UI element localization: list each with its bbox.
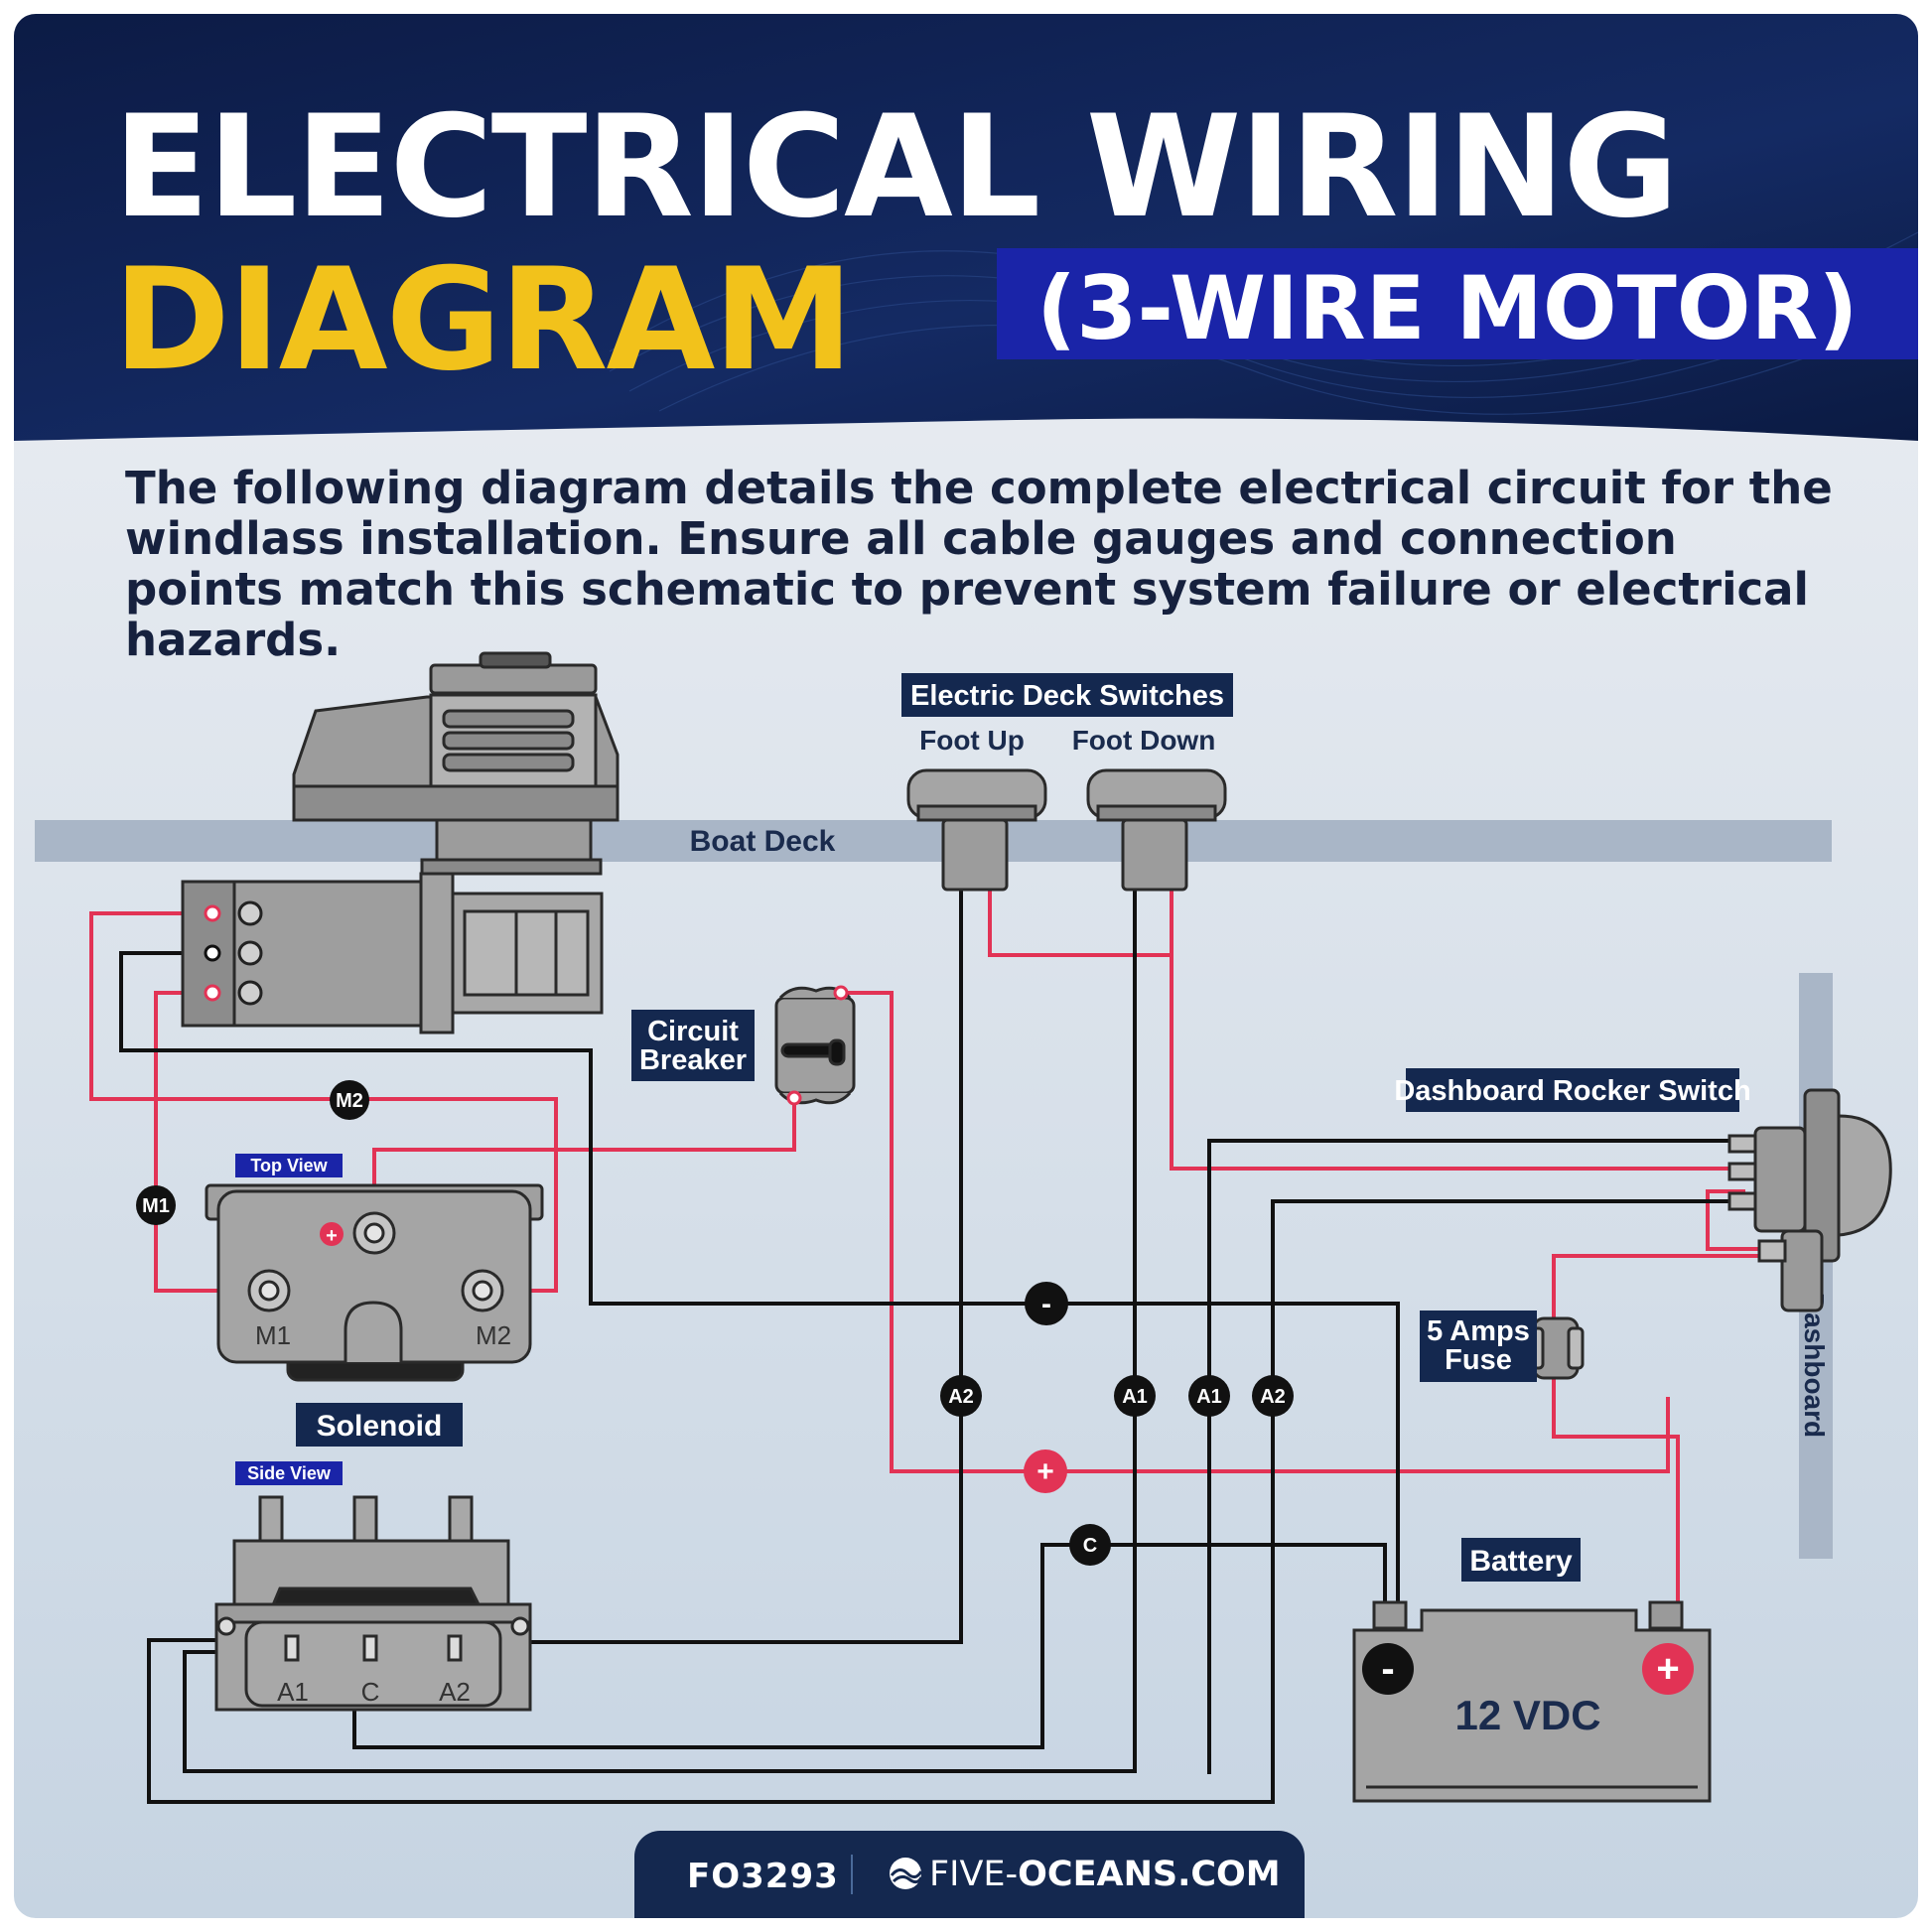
boat-deck-label: Boat Deck bbox=[690, 825, 836, 858]
windlass-winch bbox=[292, 651, 620, 876]
brand-suffix: OCEANS.COM bbox=[1018, 1855, 1281, 1894]
deck-switch-foot-down[interactable] bbox=[1086, 768, 1227, 892]
foot-down-label: Foot Down bbox=[1072, 725, 1216, 756]
footer-divider bbox=[851, 1855, 853, 1894]
brand-prefix: FIVE- bbox=[929, 1855, 1019, 1894]
battery-minus-text: - bbox=[1381, 1647, 1394, 1691]
circuit-breaker-label-2: Breaker bbox=[639, 1044, 747, 1076]
dashboard-rocker-switch[interactable] bbox=[1727, 1088, 1892, 1312]
wire-badge-a1-left: A1 bbox=[1114, 1375, 1156, 1417]
fuse bbox=[1527, 1316, 1585, 1380]
solenoid-m2-text: M2 bbox=[476, 1320, 511, 1350]
wire-badge-a2-left: A2 bbox=[940, 1375, 982, 1417]
battery-voltage: 12 VDC bbox=[1454, 1692, 1600, 1738]
rocker-switch-label-box bbox=[1406, 1068, 1739, 1112]
battery bbox=[1352, 1600, 1712, 1803]
subtitle-box bbox=[997, 248, 1918, 359]
circuit-breaker-label-box bbox=[631, 1010, 755, 1081]
deck-switches-label: Electric Deck Switches bbox=[910, 680, 1224, 712]
solenoid-label: Solenoid bbox=[317, 1410, 443, 1443]
footer-bar: FO3293 FIVE-OCEANS.COM bbox=[634, 1831, 1305, 1918]
solenoid-label-box bbox=[296, 1403, 463, 1447]
wire-badge-m1: M1 bbox=[136, 1185, 176, 1225]
solenoid-a2-text: A2 bbox=[439, 1677, 471, 1707]
circuit-breaker[interactable] bbox=[774, 985, 856, 1106]
rocker-switch-label: Dashboard Rocker Switch bbox=[1394, 1075, 1750, 1107]
solenoid-top-view bbox=[205, 1183, 544, 1382]
wire-badge-a2-right: A2 bbox=[1252, 1375, 1294, 1417]
top-view-tag bbox=[235, 1154, 343, 1177]
wire-badge-plus: + bbox=[1024, 1449, 1067, 1493]
intro-text: The following diagram details the comple… bbox=[125, 462, 1833, 666]
solenoid-m1-text: M1 bbox=[255, 1320, 291, 1350]
solenoid-plus-marker bbox=[320, 1222, 344, 1246]
svg-text:M1: M1 bbox=[142, 1195, 170, 1217]
svg-text:+: + bbox=[1036, 1455, 1054, 1488]
motor-terminals bbox=[204, 900, 263, 1006]
boat-deck-bar bbox=[35, 820, 1832, 862]
battery-plus-marker bbox=[1642, 1643, 1694, 1695]
battery-label: Battery bbox=[1469, 1545, 1573, 1578]
deck-switches-label-box bbox=[901, 673, 1233, 717]
windlass-motor bbox=[181, 872, 604, 1035]
svg-text:C: C bbox=[1083, 1535, 1097, 1557]
wire-badge-minus: - bbox=[1025, 1282, 1068, 1325]
solenoid-side-view bbox=[214, 1495, 532, 1712]
battery-plus-text: + bbox=[1656, 1647, 1679, 1691]
subtitle: (3-WIRE MOTOR) bbox=[1036, 257, 1859, 359]
title-line-2: DIAGRAM bbox=[113, 238, 854, 402]
fuse-label-box bbox=[1420, 1311, 1537, 1382]
svg-text:A2: A2 bbox=[948, 1386, 974, 1408]
solenoid-plus-text: + bbox=[326, 1225, 338, 1247]
solenoid-c-text: C bbox=[361, 1677, 380, 1707]
top-view-label: Top View bbox=[250, 1156, 328, 1175]
deck-switch-foot-up[interactable] bbox=[906, 768, 1047, 892]
diagram-card: ELECTRICAL WIRING DIAGRAM (3-WIRE MOTOR)… bbox=[14, 14, 1918, 1918]
wire-badge-a1-right: A1 bbox=[1188, 1375, 1230, 1417]
title-line-1: ELECTRICAL WIRING bbox=[113, 85, 1679, 249]
circuit-breaker-label-1: Circuit bbox=[647, 1016, 739, 1047]
fuse-label-2: Fuse bbox=[1445, 1344, 1512, 1376]
brand-link[interactable]: FIVE-OCEANS.COM bbox=[888, 1855, 1281, 1894]
product-code: FO3293 bbox=[687, 1857, 839, 1896]
solenoid-a1-text: A1 bbox=[277, 1677, 309, 1707]
svg-text:A2: A2 bbox=[1260, 1386, 1286, 1408]
svg-text:A1: A1 bbox=[1122, 1386, 1148, 1408]
battery-minus-marker bbox=[1362, 1643, 1414, 1695]
wire-badge-c: C bbox=[1069, 1524, 1111, 1566]
side-view-tag bbox=[235, 1461, 343, 1485]
svg-text:A1: A1 bbox=[1196, 1386, 1222, 1408]
fuse-label-1: 5 Amps bbox=[1427, 1315, 1530, 1347]
battery-label-box bbox=[1461, 1538, 1581, 1582]
svg-text:-: - bbox=[1041, 1288, 1051, 1320]
wire-badge-m2: M2 bbox=[330, 1080, 369, 1120]
svg-text:M2: M2 bbox=[336, 1090, 363, 1112]
wiring-diagram: Boat Deck Boat Dashboard bbox=[35, 651, 1892, 1804]
side-view-label: Side View bbox=[247, 1463, 332, 1483]
five-oceans-logo-icon bbox=[890, 1858, 923, 1889]
foot-up-label: Foot Up bbox=[919, 725, 1025, 756]
